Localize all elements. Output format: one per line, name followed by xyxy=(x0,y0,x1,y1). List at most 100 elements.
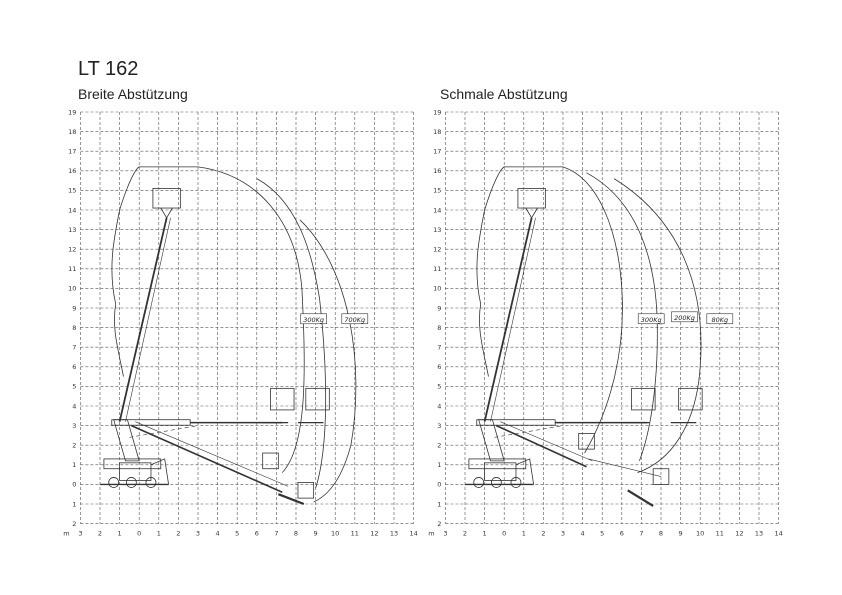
x-tick-label: 10 xyxy=(696,530,704,538)
y-tick-label: 19 xyxy=(433,108,441,116)
vehicle-body xyxy=(103,458,162,470)
x-tick-label: 7 xyxy=(274,530,278,538)
boom-down-cylinder xyxy=(494,425,564,438)
y-tick-label: 12 xyxy=(68,246,76,254)
envelope-rear xyxy=(114,304,124,377)
vehicle-chassis xyxy=(119,462,152,481)
boom-down-cylinder xyxy=(129,425,199,438)
x-tick-label: 1 xyxy=(157,530,161,538)
y-tick-label: 19 xyxy=(68,108,76,116)
vehicle-body xyxy=(468,458,527,470)
x-tick-label: 13 xyxy=(755,530,763,538)
vehicle-wheel xyxy=(125,477,137,488)
x-tick-label: 2 xyxy=(463,530,467,538)
envelope-mid xyxy=(256,178,327,489)
y-tick-label: 3 xyxy=(437,422,441,430)
vehicle-chassis xyxy=(484,462,517,481)
basket-low-arm-link xyxy=(588,458,662,477)
y-tick-label: 18 xyxy=(68,128,76,136)
vehicle-wheel xyxy=(510,477,522,488)
boom-vertical xyxy=(118,217,168,422)
y-tick-label: 13 xyxy=(433,226,441,234)
boom-down-edge xyxy=(135,421,289,487)
x-tick-label: 6 xyxy=(620,530,624,538)
outrigger xyxy=(150,458,169,485)
outrigger xyxy=(515,458,534,485)
vehicle-wheel xyxy=(108,477,120,488)
load-label-box xyxy=(341,313,369,325)
x-tick-label: 9 xyxy=(314,530,318,538)
y-tick-label: 2 xyxy=(72,520,76,528)
x-tick-label: 7 xyxy=(639,530,643,538)
basket-low-arm xyxy=(277,493,305,506)
y-tick-label: 17 xyxy=(433,148,441,156)
y-tick-label: 9 xyxy=(72,304,76,312)
y-tick-label: 16 xyxy=(68,167,76,175)
envelope-300kg xyxy=(562,166,623,454)
x-tick-label: 4 xyxy=(216,530,220,538)
y-tick-label: 12 xyxy=(433,246,441,254)
vehicle-wheel xyxy=(473,477,485,488)
y-tick-label: 10 xyxy=(433,285,441,293)
basket-top-bracket xyxy=(160,207,173,219)
basket-low xyxy=(262,452,279,470)
x-tick-label: 1 xyxy=(483,530,487,538)
vehicle-wheel xyxy=(145,477,157,488)
vehicle-wheel xyxy=(490,477,502,488)
y-tick-label: 5 xyxy=(72,383,76,391)
y-tick-label: 7 xyxy=(72,344,76,352)
y-tick-label: 8 xyxy=(72,324,76,332)
y-tick-label: 15 xyxy=(68,187,76,195)
y-tick-label: 16 xyxy=(433,167,441,175)
x-tick-label: 1 xyxy=(118,530,122,538)
y-tick-label: 6 xyxy=(437,363,441,371)
boom-down-edge xyxy=(500,421,593,462)
y-tick-label: 3 xyxy=(72,422,76,430)
x-tick-label: 3 xyxy=(561,530,565,538)
y-tick-label: 18 xyxy=(433,128,441,136)
basket-horizontal xyxy=(270,387,295,411)
y-tick-label: 15 xyxy=(433,187,441,195)
basket-low xyxy=(297,482,315,499)
boom-vertical-edge xyxy=(490,217,536,422)
x-tick-label: 14 xyxy=(774,530,782,538)
y-tick-label: 9 xyxy=(437,304,441,312)
basket-horizontal xyxy=(678,387,703,411)
y-tick-label: 7 xyxy=(437,344,441,352)
load-label-box xyxy=(300,313,327,325)
boom-down xyxy=(131,424,283,493)
y-tick-label: 0 xyxy=(437,481,441,489)
y-tick-label: 5 xyxy=(437,383,441,391)
x-tick-label: 2 xyxy=(176,530,180,538)
x-tick-label: 4 xyxy=(581,530,585,538)
x-tick-label: 11 xyxy=(716,530,724,538)
load-label: 700Kg xyxy=(344,316,365,324)
x-tick-label: 5 xyxy=(235,530,239,538)
y-tick-label: 1 xyxy=(72,500,76,508)
y-tick-label: 8 xyxy=(437,324,441,332)
envelope-300kg xyxy=(197,166,305,473)
y-tick-label: 13 xyxy=(68,226,76,234)
x-tick-label: 8 xyxy=(659,530,663,538)
load-label-box xyxy=(637,313,665,325)
basket-top xyxy=(517,188,546,209)
y-tick-label: 4 xyxy=(72,402,76,410)
basket-low xyxy=(652,468,670,485)
y-tick-label: 1 xyxy=(437,461,441,469)
subtitle-wide-outrigger: Breite Abstützung xyxy=(78,86,188,102)
x-tick-label: 3 xyxy=(78,530,82,538)
x-tick-label: 12 xyxy=(370,530,378,538)
envelope-rear xyxy=(479,304,489,377)
load-label: 200Kg xyxy=(674,314,695,322)
y-tick-label: 11 xyxy=(433,265,441,273)
basket-horizontal xyxy=(631,387,656,411)
x-tick-label: 14 xyxy=(409,530,417,538)
basket-low xyxy=(578,433,595,450)
x-tick-label: 5 xyxy=(600,530,604,538)
x-tick-label: 6 xyxy=(255,530,259,538)
y-tick-label: 2 xyxy=(437,442,441,450)
basket-top xyxy=(152,188,181,209)
boom-vertical xyxy=(483,217,533,422)
